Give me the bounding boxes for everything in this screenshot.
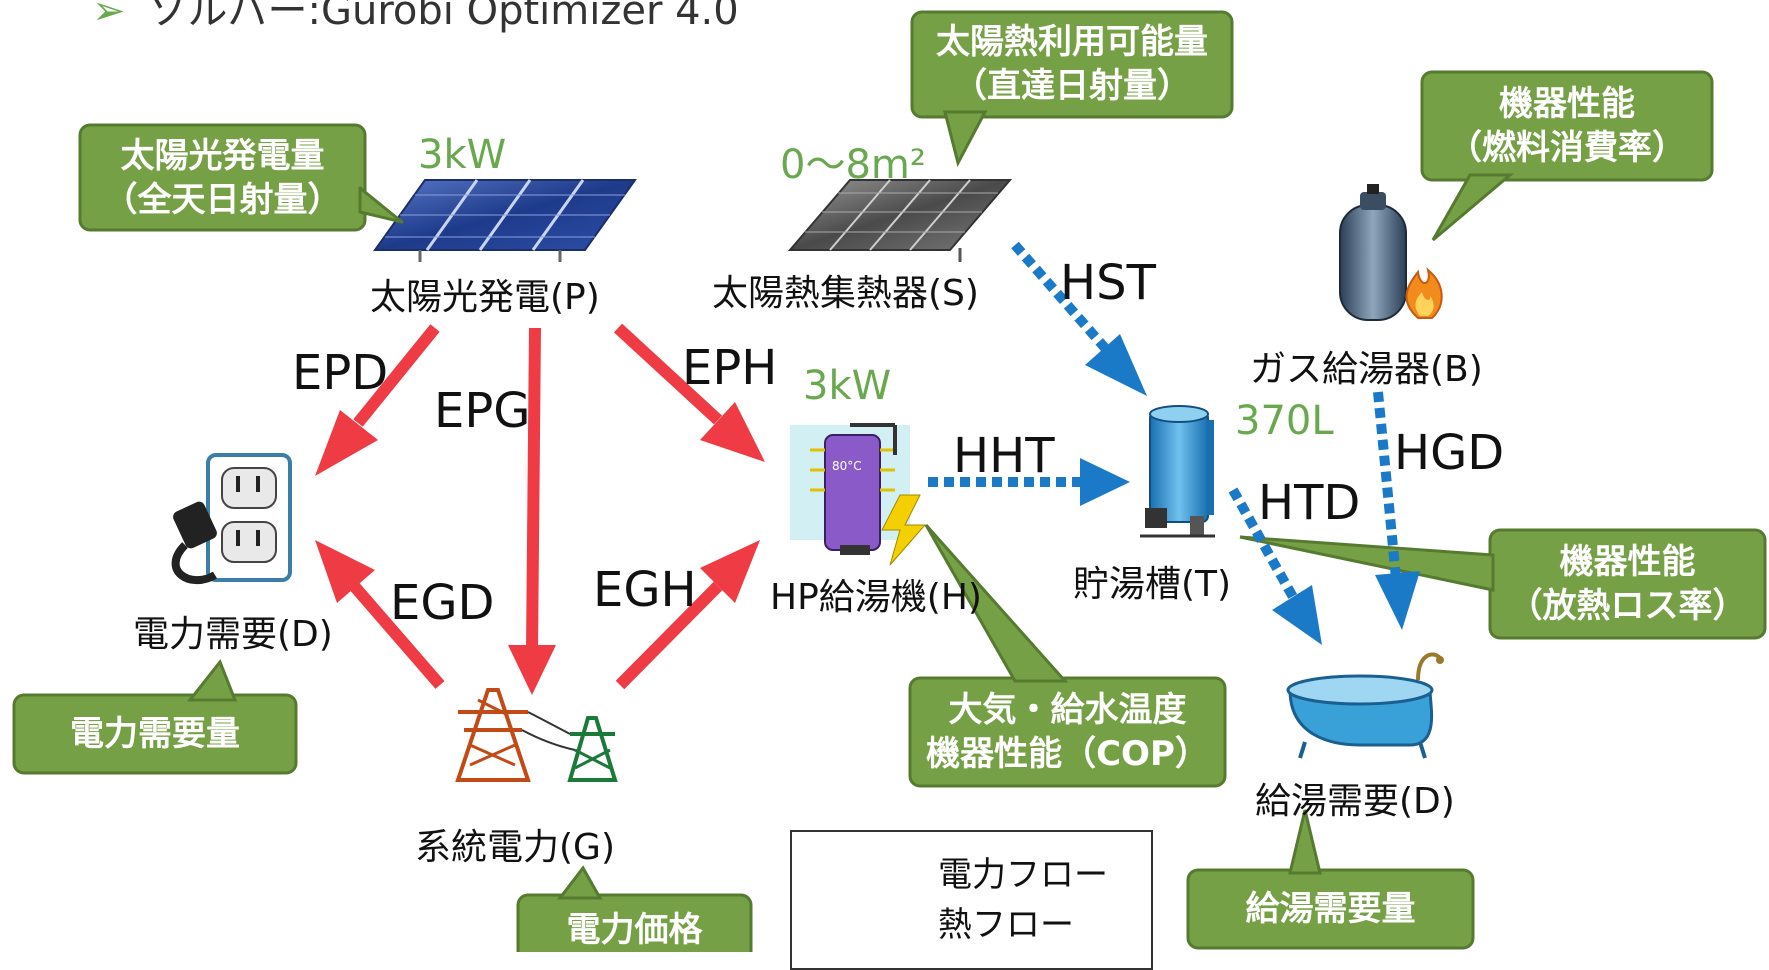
callout-hp-inputs: 大気・給水温度 機器性能（COP） [926,690,1209,774]
arrow-EGH [615,581,723,690]
callout-tank-performance: 機器性能 （放熱ロス率） [1508,542,1747,626]
flow-label-HST: HST [1060,255,1156,311]
callout-power-price: 電力価格 [566,910,703,950]
solver-header: ➢ ソルバー:Gurobi Optimizer 4.0 [92,0,739,36]
callout-gas-performance: 機器性能 （燃料消費率） [1448,84,1686,168]
callout-shapes [12,10,1767,952]
node-label-power-demand: 電力需要(D) [133,614,333,655]
arrow-HTD [1228,487,1298,600]
power-pylon-icon [455,688,618,782]
node-label-hot-water-demand: 給湯需要(D) [1255,781,1455,822]
flow-label-HGD: HGD [1394,425,1505,481]
capacity-solar-thermal: 0〜8m² [780,142,926,188]
callout-hot-water-demand-amount: 給湯需要量 [1245,889,1416,929]
solar-thermal-collector-icon [787,179,1013,262]
solar-pv-panel-icon [373,179,637,262]
callout-solar-pv-output: 太陽光発電量 （全天日射量） [103,136,342,220]
capacity-hp-heater: 3kW [803,363,892,409]
gas-heater-icon [1339,184,1443,321]
bullet-arrow-icon: ➢ [92,0,126,34]
legend-label-power-flow: 電力フロー [938,855,1108,895]
hp-heater-icon: 80°C [790,423,927,566]
arrow-EPH [613,323,723,425]
flow-label-EPG: EPG [434,383,531,439]
legend [790,830,1153,970]
arrow-EGD [350,583,445,689]
flow-label-EGD: EGD [390,575,495,631]
bathtub-icon [1286,652,1444,759]
flow-label-HHT: HHT [953,428,1055,484]
solver-text: ソルバー:Gurobi Optimizer 4.0 [147,0,739,34]
node-label-grid: 系統電力(G) [415,827,615,868]
flow-label-EPH: EPH [682,340,778,396]
storage-tank-icon [1140,405,1215,538]
flow-label-HTD: HTD [1258,475,1361,531]
legend-label-heat-flow: 熱フロー [938,905,1074,945]
capacity-storage-tank: 370L [1235,398,1334,444]
node-label-solar-thermal: 太陽熱集熱器(S) [712,273,979,314]
svg-text:80°C: 80°C [832,459,862,473]
node-label-gas-heater: ガス給湯器(B) [1250,349,1483,390]
node-label-solar-pv: 太陽光発電(P) [370,277,600,318]
flow-label-EGH: EGH [593,562,697,618]
arrow-EPD [353,324,440,427]
heat-flow-arrows [928,241,1420,645]
arrow-HST [1011,241,1109,352]
arrow-EPG [526,327,541,651]
node-label-hp-heater: HP給湯機(H) [770,577,982,618]
node-label-storage-tank: 貯湯槽(T) [1073,564,1232,605]
flow-label-EPD: EPD [292,345,389,401]
callout-solar-thermal-available: 太陽熱利用可能量 （直達日射量） [936,22,1208,106]
power-outlet-icon [171,453,292,585]
callout-power-demand-amount: 電力需要量 [70,714,240,754]
power-flow-arrows [315,323,765,695]
capacity-solar-pv: 3kW [418,132,507,178]
